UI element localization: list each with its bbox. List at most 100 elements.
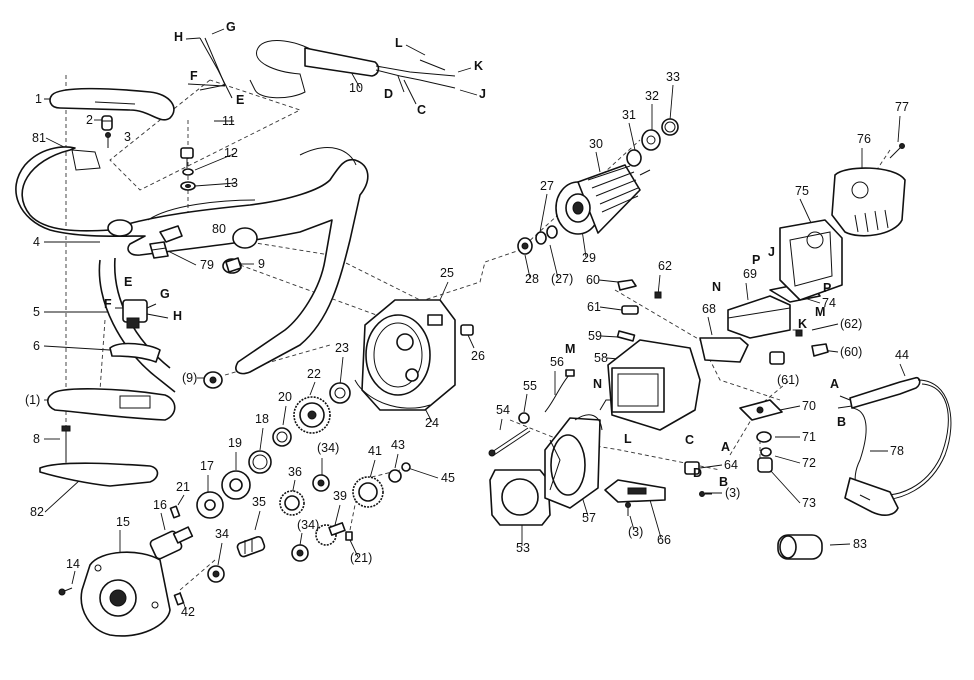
cable-clamp-80: [159, 225, 183, 243]
callout-30: 30: [589, 137, 603, 151]
callout-lE1: E: [236, 93, 244, 107]
internal-cable-10: [187, 37, 456, 105]
callout-34c: (34): [297, 518, 319, 532]
bolt-54: [488, 427, 531, 457]
callout-p60: (60): [840, 345, 862, 359]
callout-81: 81: [32, 131, 46, 145]
clip-60b: [811, 343, 829, 357]
callout-6: 6: [33, 339, 40, 353]
top-grip-cover: [49, 87, 175, 121]
screw-77: [889, 143, 905, 159]
gear-36: [279, 490, 305, 516]
washer-55: [518, 412, 530, 424]
callout-44: 44: [895, 348, 909, 362]
holder-61b: [769, 351, 785, 365]
nut-26: [460, 324, 474, 336]
key-21b: [345, 531, 353, 541]
callout-lD1: D: [384, 87, 393, 101]
terminal-64: [684, 461, 700, 475]
callout-13: 13: [224, 176, 238, 190]
callout-83: 83: [853, 537, 867, 551]
callout-lM1: M: [565, 342, 575, 356]
switch-cover-66: [604, 479, 666, 503]
callout-36: 36: [288, 465, 302, 479]
callout-12: 12: [224, 146, 238, 160]
wire-56: [544, 369, 575, 413]
callout-lB2: B: [837, 415, 846, 429]
washer-27: [535, 231, 547, 245]
module-69: [727, 295, 791, 339]
callout-53: 53: [516, 541, 530, 555]
callout-58: 58: [594, 351, 608, 365]
bearing-34b: [312, 474, 330, 492]
callout-labels: 12381456(1)88214151617192118202234354236…: [25, 20, 909, 619]
callout-74: 74: [822, 296, 836, 310]
callout-lC1: C: [417, 103, 426, 117]
washer-13: [180, 181, 196, 191]
socket-bolt-11: [180, 147, 194, 168]
callout-lB1: B: [719, 475, 728, 489]
gear-41: [352, 476, 384, 508]
key-21: [169, 505, 181, 519]
callout-p9a: (9): [182, 371, 197, 385]
callout-22: 22: [307, 367, 321, 381]
callout-57: 57: [582, 511, 596, 525]
callout-80: 80: [212, 222, 226, 236]
bearing-34: [207, 565, 225, 583]
callout-lH2: H: [173, 309, 182, 323]
callout-p3b: (3): [725, 486, 740, 500]
bearing-19: [221, 470, 251, 500]
callout-69: 69: [743, 267, 757, 281]
armature-29: [555, 164, 651, 235]
callout-45: 45: [441, 471, 455, 485]
callout-lK1: K: [474, 59, 483, 73]
washer-27b: [546, 225, 558, 239]
callout-lG2: G: [160, 287, 170, 301]
callout-lP1: P: [752, 253, 760, 267]
callout-p3a: (3): [628, 525, 643, 539]
callout-18: 18: [255, 412, 269, 426]
callout-lL2: L: [624, 432, 632, 446]
gear-housing-15: [80, 551, 171, 637]
screw-62: [654, 291, 662, 299]
callout-15: 15: [116, 515, 130, 529]
callout-p61: (61): [777, 373, 799, 387]
callout-79: 79: [200, 258, 214, 272]
callout-76: 76: [857, 132, 871, 146]
callout-56: 56: [550, 355, 564, 369]
shaft-35: [236, 535, 266, 558]
callout-lL1: L: [395, 36, 403, 50]
spindle-16: [149, 526, 194, 560]
motor-housing-58: [607, 339, 701, 431]
rear-housing-75: [779, 219, 843, 301]
callout-25: 25: [440, 266, 454, 280]
callout-23: 23: [335, 341, 349, 355]
brush-cap-60: [617, 279, 637, 291]
bearing-31: [626, 149, 642, 167]
washer-23: [329, 382, 351, 404]
callout-lP2: P: [823, 281, 831, 295]
callout-27: 27: [540, 179, 554, 193]
callout-lC2: C: [685, 433, 694, 447]
callout-p62: (62): [840, 317, 862, 331]
housing-screw-14: [58, 587, 73, 596]
callout-lM2: M: [815, 305, 825, 319]
washer-71: [756, 431, 772, 443]
handle-plug-9b: [203, 371, 223, 389]
gasket-24: [354, 379, 431, 409]
handle-plug-9: [222, 257, 242, 274]
callout-54: 54: [496, 403, 510, 417]
callout-lH1: H: [174, 30, 183, 44]
fan-washer-28: [517, 237, 533, 255]
callout-29: 29: [582, 251, 596, 265]
callout-lF2: F: [104, 297, 112, 311]
callout-16: 16: [153, 498, 167, 512]
callout-64: 64: [724, 458, 738, 472]
callout-lJ1: J: [479, 87, 486, 101]
callout-24: 24: [425, 416, 439, 430]
callout-10: 10: [349, 81, 363, 95]
callout-43: 43: [391, 438, 405, 452]
screw-62b: [795, 329, 803, 337]
